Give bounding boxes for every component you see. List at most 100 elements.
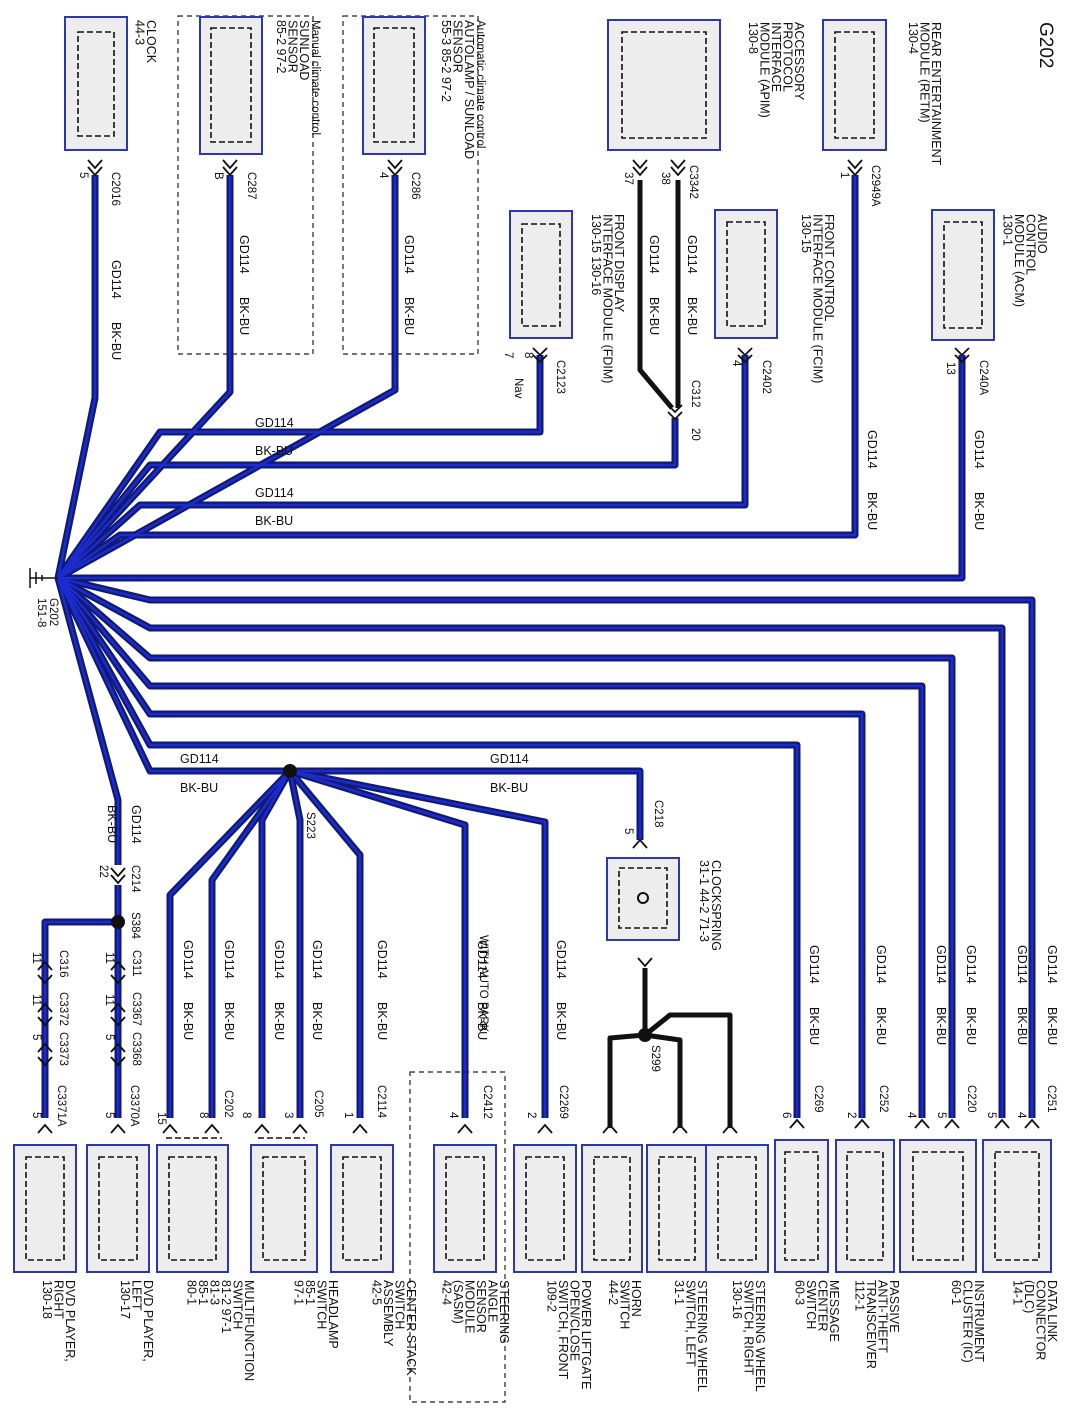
clockspring-connector: C218 xyxy=(652,800,664,828)
message-center-label-line-3: SWITCH xyxy=(804,1280,818,1329)
fcim-label-line-1: FRONT CONTROL xyxy=(822,214,836,321)
sunload-label-line-2: SENSOR xyxy=(286,20,300,73)
fdim-note: Nav xyxy=(512,378,524,399)
wire-code-label: GD114 xyxy=(807,945,821,984)
multifunction-pin: 15 xyxy=(155,1112,167,1125)
dvd-player-left-module[interactable] xyxy=(86,1144,150,1273)
ic-connector: C220 xyxy=(965,1085,977,1113)
wire-code-label: GD114 xyxy=(934,945,948,984)
message-center-switch-module[interactable] xyxy=(774,1139,829,1273)
autolamp-label-line-3: 55-3 85-2 97-2 xyxy=(439,20,453,102)
autolamp-label-line-1: AUTOLAMP / SUNLOAD xyxy=(462,20,476,159)
liftgate-label-line-4: 109-2 xyxy=(545,1280,559,1312)
multifunction-label-line-1: MULTIFUNCTION xyxy=(242,1280,256,1381)
dlc-pin: 4 xyxy=(1015,1112,1027,1119)
multifunction-label-line-2: SWITCH xyxy=(231,1280,245,1329)
sasm-module[interactable] xyxy=(433,1144,497,1273)
multifunction-switch-module[interactable] xyxy=(156,1144,229,1273)
wire-color-label: BK-BU xyxy=(972,492,986,530)
retm-label-line-2: MODULE (RETM) xyxy=(918,22,932,123)
dvd-left-connector: C3370A xyxy=(128,1085,140,1127)
wire-color-label: BK-BU xyxy=(272,1002,286,1040)
ground-ref: 151-8 xyxy=(35,598,47,627)
clockspring-wires xyxy=(607,968,733,1128)
center-stack-label-line-2: SWITCH xyxy=(393,1280,407,1329)
apim-label-line-4: MODULE (APIM) xyxy=(758,22,772,118)
horn-switch-module[interactable] xyxy=(581,1144,643,1273)
apim-splice: C312 xyxy=(689,380,701,408)
pats-module[interactable] xyxy=(835,1139,895,1273)
splice-s223-label: S223 xyxy=(304,812,316,839)
acm-label-line-4: 130-1 xyxy=(1001,214,1015,246)
fdim-module[interactable] xyxy=(509,210,573,339)
acm-label-line-2: CONTROL xyxy=(1024,214,1038,275)
autolamp-enclosure-label: Automatic climate control xyxy=(474,20,486,148)
sasm-label-line-3: SENSOR xyxy=(474,1280,488,1333)
liftgate-pin: 2 xyxy=(525,1112,537,1118)
autolamp-sensor-module[interactable] xyxy=(362,16,426,155)
liftgate-label-line-1: POWER LIFTGATE xyxy=(579,1280,593,1390)
apim-label-line-3: INTERFACE xyxy=(769,22,783,92)
ground-symbol xyxy=(29,568,58,588)
wire-color-label: BK-BU xyxy=(105,805,119,843)
instrument-cluster-module[interactable] xyxy=(899,1139,977,1273)
ic-pin: 5 xyxy=(935,1112,947,1118)
headlamp-pin: 8 xyxy=(240,1112,252,1118)
wire-color-label: BK-BU xyxy=(255,444,293,458)
clockspring-module[interactable] xyxy=(606,857,680,941)
sasm-note: WITH AUTO PARK xyxy=(477,935,489,1033)
headlamp-switch-module[interactable] xyxy=(250,1144,318,1273)
wire-color-label: BK-BU xyxy=(109,322,123,360)
sw-right-label-line-1: STEERING WHEEL xyxy=(753,1280,767,1392)
clock-connector: C2016 xyxy=(109,172,121,206)
power-liftgate-switch-module[interactable] xyxy=(513,1144,577,1273)
wire-code-label: GD114 xyxy=(222,940,236,979)
wire-code-label: GD114 xyxy=(1015,945,1029,984)
diagram-title: G202 xyxy=(1035,22,1056,68)
wire-color-label: BK-BU xyxy=(647,297,661,335)
center-stack-connector: C2114 xyxy=(375,1085,387,1119)
acm-label-line-3: MODULE (ACM) xyxy=(1012,214,1026,307)
fcim-module[interactable] xyxy=(714,209,778,339)
wire-labels: GD114BK-BUGD114BK-BUGD114BK-BUGD114BK-BU… xyxy=(105,235,1059,1045)
dvd-right-label-line-1: DVD PLAYER, xyxy=(63,1280,77,1362)
acm-module[interactable] xyxy=(931,209,995,341)
apim-module[interactable] xyxy=(607,19,721,151)
message-center-label-line-2: CENTER xyxy=(816,1280,830,1331)
dvd-right-chain-pin: 11 xyxy=(30,952,42,964)
dvd-right-chain-connector: C316 xyxy=(57,950,69,978)
clock-module[interactable] xyxy=(64,16,128,151)
c214-label: C214 xyxy=(129,865,141,893)
dvd-right-chain-pin: 11 xyxy=(30,994,42,1006)
message-center-label-line-4: 60-3 xyxy=(793,1280,807,1305)
multifunction-label-line-5: 85-1 xyxy=(196,1280,210,1305)
center-stack-switch-module[interactable] xyxy=(330,1144,394,1273)
wire-code-label: GD114 xyxy=(475,940,489,979)
retm-module[interactable] xyxy=(822,19,887,151)
dvd-player-right-module[interactable] xyxy=(13,1144,77,1273)
clockspring-label-line-1: CLOCKSPRING xyxy=(709,860,723,951)
ic-pin: 4 xyxy=(905,1112,917,1119)
dvd-right-chain-connector: C3373 xyxy=(57,1032,69,1066)
steering-wheel-switch-left-module[interactable] xyxy=(646,1144,708,1273)
fdim-pin: 8 xyxy=(522,352,534,358)
steering-wheel-switch-right-module[interactable] xyxy=(705,1144,769,1273)
multifunction-label-line-3: 81-2 97-1 xyxy=(219,1280,233,1334)
dlc-label-line-3: (DLC) xyxy=(1022,1280,1036,1313)
horn-label-line-2: SWITCH xyxy=(618,1280,632,1329)
ic-label-line-2: CLUSTER (IC) xyxy=(961,1280,975,1363)
autolamp-connector: C286 xyxy=(409,172,421,200)
dlc-label-line-4: 14-1 xyxy=(1011,1280,1025,1305)
wire-code-label: GD114 xyxy=(865,430,879,469)
dlc-module[interactable] xyxy=(982,1139,1052,1273)
pats-label-line-1: PASSIVE xyxy=(887,1280,901,1333)
wire-color-label: BK-BU xyxy=(180,781,218,795)
multifunction-label-line-4: 81-3 xyxy=(208,1280,222,1305)
pats-label-line-2: ANTI-THEFT xyxy=(876,1280,890,1353)
dvd-left-chain-pin: 5 xyxy=(103,1034,115,1040)
dlc-label-line-1: DATA LINK xyxy=(1045,1280,1059,1343)
dvd-left-label-line-1: DVD PLAYER, xyxy=(141,1280,155,1362)
fcim-label-line-3: 130-15 xyxy=(799,214,813,253)
sunload-sensor-module[interactable] xyxy=(199,16,263,155)
dvd-left-chain-connector: C3368 xyxy=(130,1032,142,1066)
